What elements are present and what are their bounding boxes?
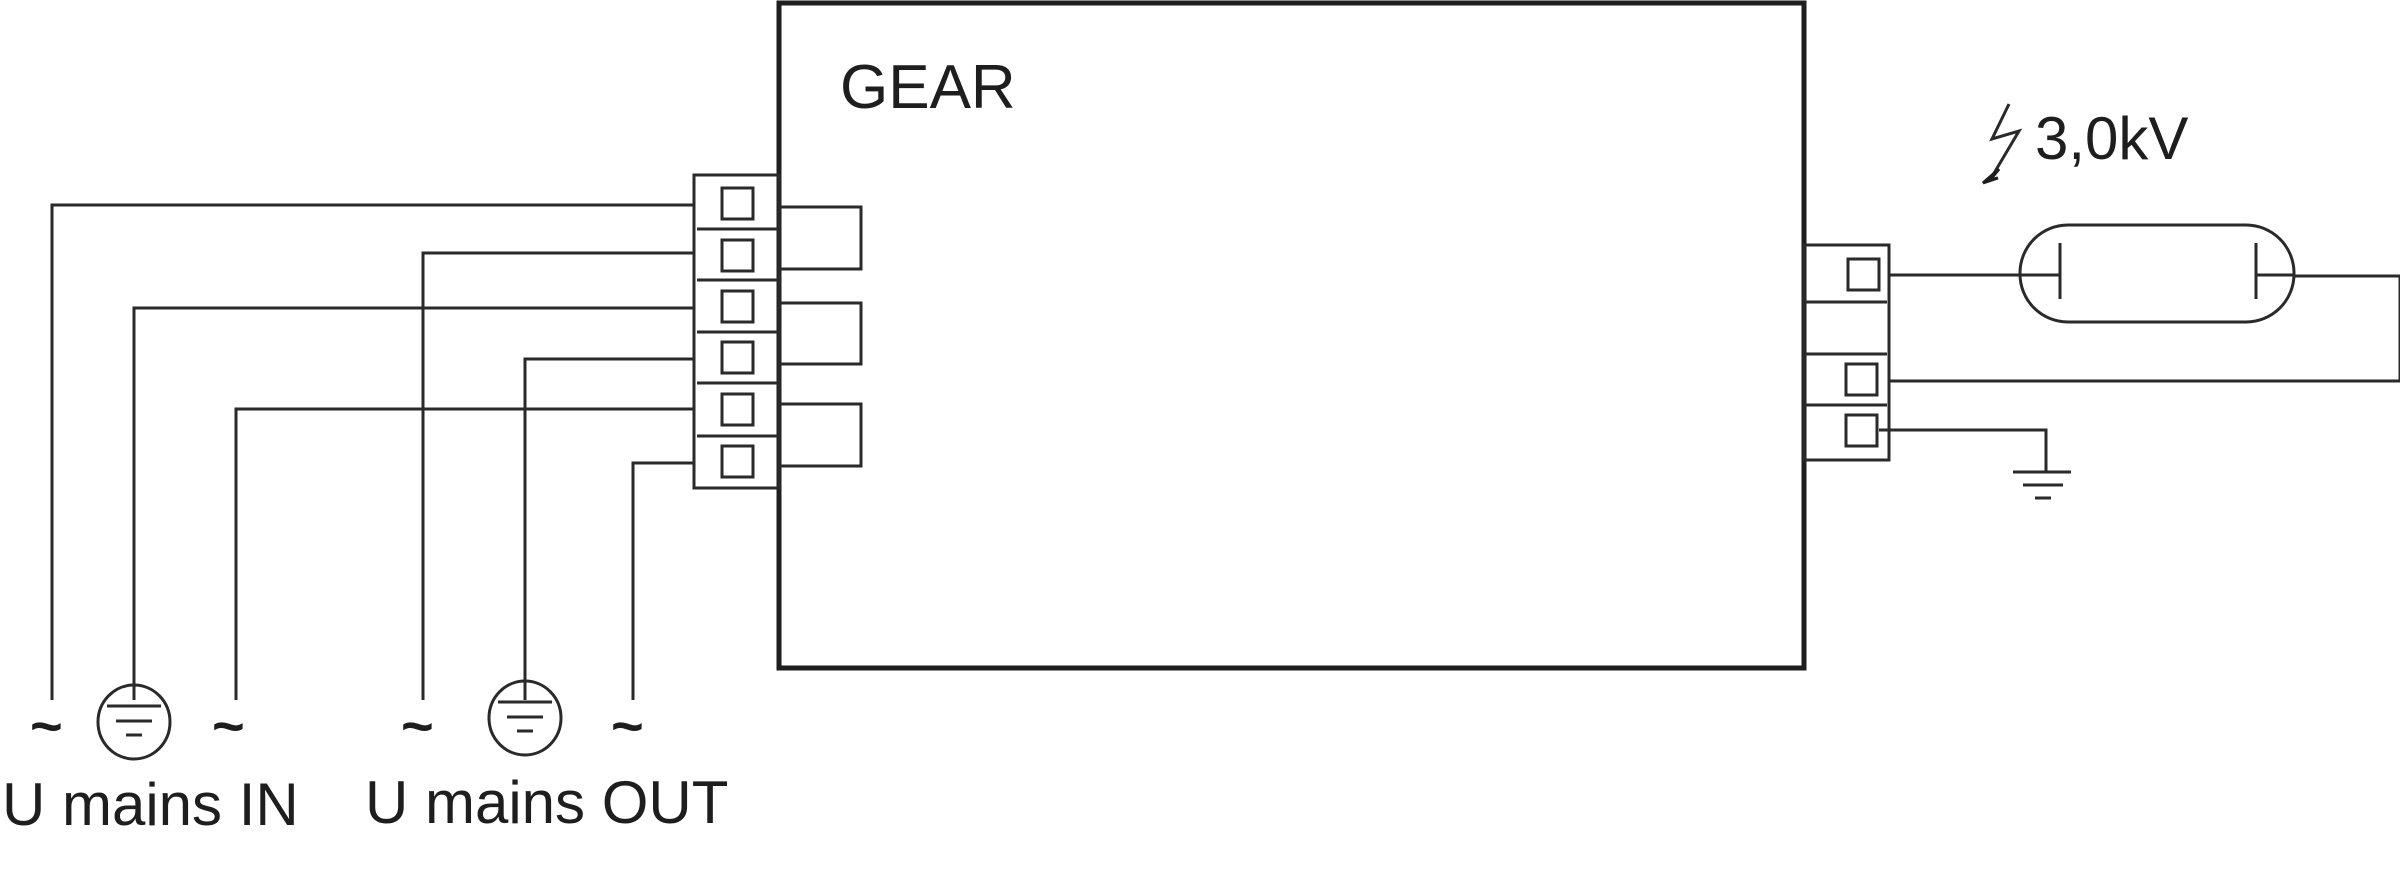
mains-out-label: U mains OUT: [365, 769, 728, 836]
mains-in-label: U mains IN: [2, 771, 299, 838]
ac-symbol-in-l: ~: [30, 694, 63, 757]
ignition-voltage-annotation: 3,0kV: [1982, 103, 2188, 185]
terminal-screw-4: [720, 340, 755, 375]
lightning-arrow-icon: [1982, 103, 2023, 185]
earth-icon-out: [487, 679, 563, 757]
terminal-bridge-1: [779, 205, 863, 271]
ac-symbol-out-n: ~: [611, 694, 644, 757]
right-terminal-block: [1802, 243, 1891, 462]
terminal-screw-2: [720, 238, 755, 273]
mains-out-group: ~ ~ U mains OUT: [365, 679, 728, 836]
ac-symbol-out-l: ~: [401, 694, 434, 757]
mains-wires: [50, 203, 694, 700]
earth-connection: [1879, 428, 2071, 500]
terminal-screw-lamp: [1846, 257, 1881, 292]
terminal-screw-6: [720, 444, 755, 479]
terminal-bridge-3: [779, 402, 863, 468]
terminal-screw-return: [1844, 362, 1879, 397]
mains-in-group: ~ ~ U mains IN: [2, 683, 299, 838]
ground-icon: [2013, 470, 2071, 500]
earth-icon-in: [96, 683, 172, 761]
terminal-screw-5: [720, 392, 755, 427]
terminal-screw-earth: [1844, 413, 1879, 448]
ac-symbol-in-n: ~: [212, 694, 245, 757]
terminal-screw-3: [720, 289, 755, 324]
lamp-circuit: [1889, 223, 2400, 383]
terminal-bridge-2: [779, 301, 863, 366]
left-terminal-block: [692, 173, 863, 490]
ignition-voltage-label: 3,0kV: [2035, 105, 2188, 172]
gear-label: GEAR: [840, 53, 1016, 122]
terminal-screw-1: [720, 186, 755, 221]
